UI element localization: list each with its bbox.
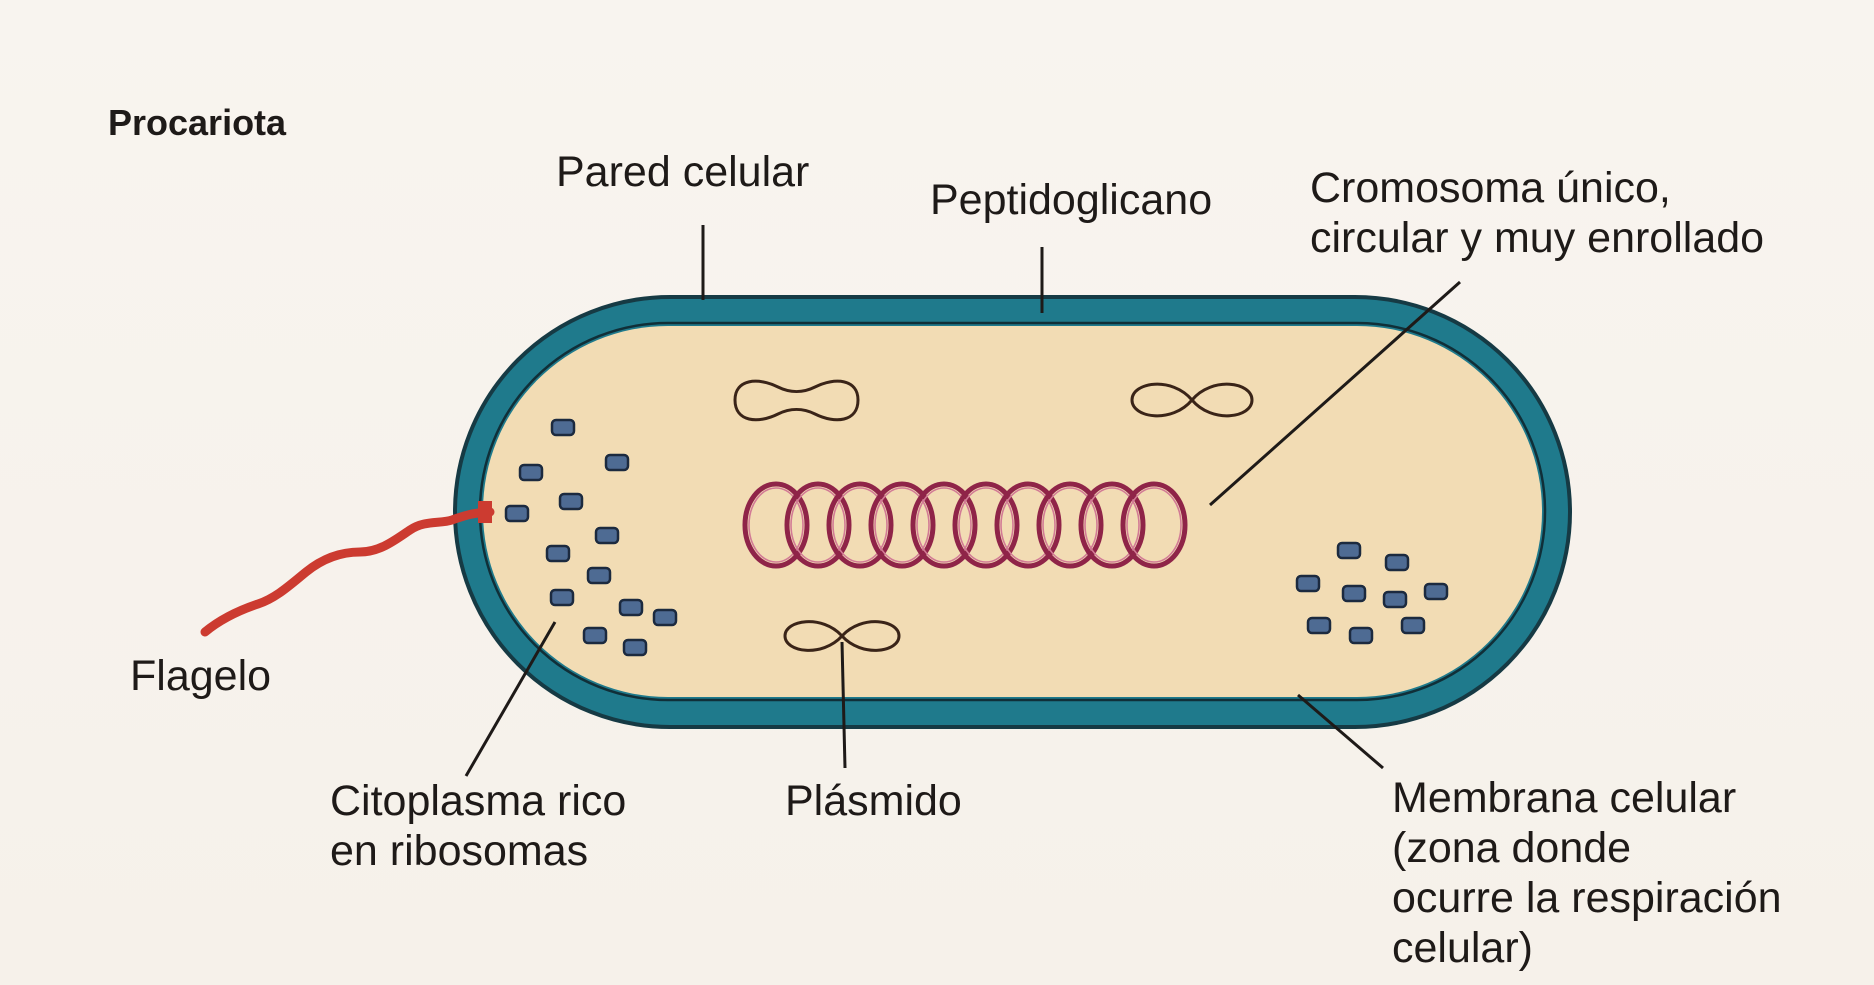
flagellum-base — [478, 501, 492, 523]
ribosome — [596, 528, 618, 543]
ribosome — [552, 420, 574, 435]
flagellum — [205, 512, 490, 632]
ribosome — [520, 465, 542, 480]
ribosome — [620, 600, 642, 615]
ribosome — [1297, 576, 1319, 591]
ribosome — [624, 640, 646, 655]
label-peptidoglicano: Peptidoglicano — [930, 176, 1212, 224]
ribosome — [1343, 586, 1365, 601]
ribosome — [1384, 592, 1406, 607]
ribosome — [1308, 618, 1330, 633]
ribosome — [606, 455, 628, 470]
ribosome — [584, 628, 606, 643]
ribosome — [506, 506, 528, 521]
label-membrana-line-3: ocurre la respiración — [1392, 874, 1782, 922]
label-membrana-line-1: Membrana celular — [1392, 774, 1736, 822]
label-plasmido: Plásmido — [785, 777, 962, 825]
label-citoplasma-line-1: Citoplasma rico — [330, 777, 626, 825]
label-cromosoma-line-1: Cromosoma único, — [1310, 164, 1671, 212]
label-membrana-line-2: (zona donde — [1392, 824, 1631, 872]
label-flagelo: Flagelo — [130, 652, 271, 700]
ribosome — [551, 590, 573, 605]
ribosome — [654, 610, 676, 625]
label-pared-celular: Pared celular — [556, 148, 809, 196]
ribosome — [1338, 543, 1360, 558]
ribosome — [1402, 618, 1424, 633]
ribosome — [1425, 584, 1447, 599]
cell-body — [455, 297, 1570, 727]
ribosome — [1350, 628, 1372, 643]
ribosome — [547, 546, 569, 561]
ribosome — [588, 568, 610, 583]
label-citoplasma-line-2: en ribosomas — [330, 827, 588, 875]
ribosome — [560, 494, 582, 509]
label-membrana-line-4: celular) — [1392, 924, 1533, 972]
diagram-title: Procariota — [108, 102, 287, 143]
ribosome — [1386, 555, 1408, 570]
label-cromosoma-line-2: circular y muy enrollado — [1310, 214, 1764, 262]
